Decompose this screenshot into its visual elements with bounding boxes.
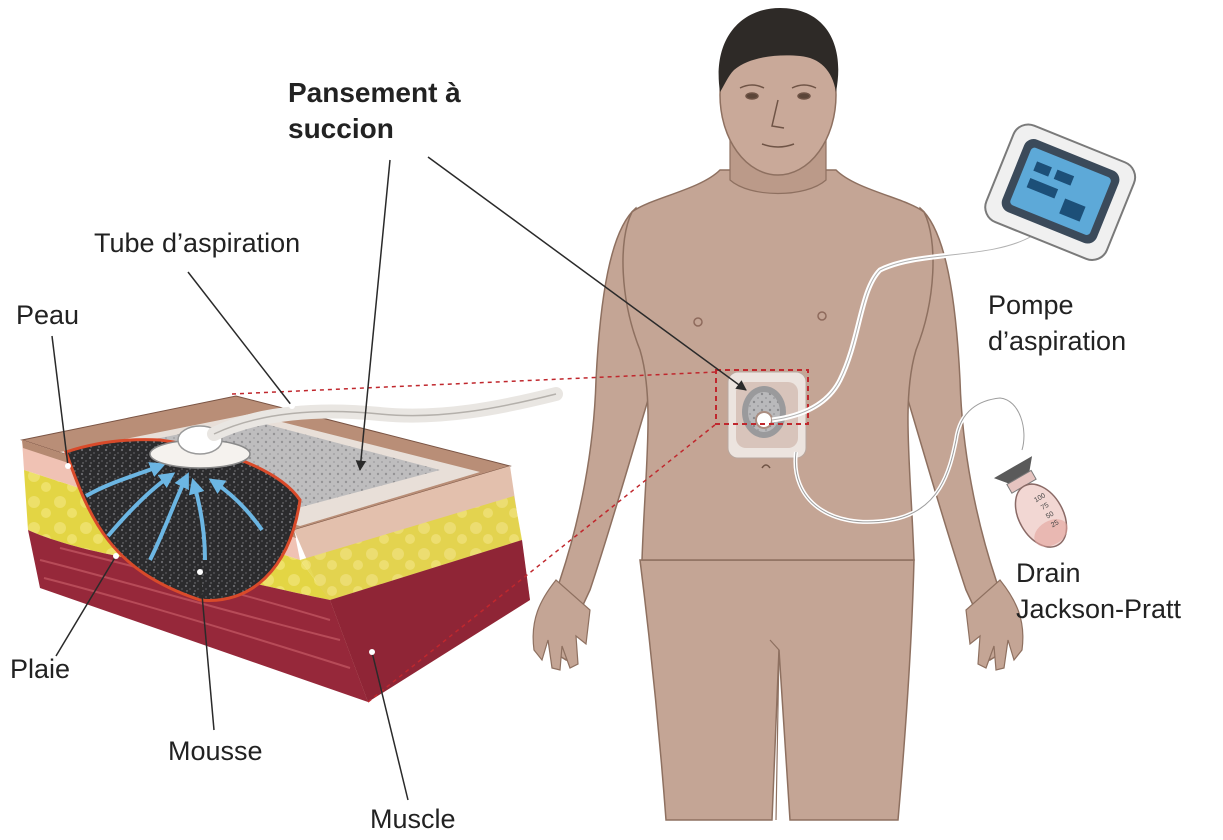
drain-label-line1: Drain — [1016, 556, 1081, 590]
pump-label-line2: d’aspiration — [988, 324, 1126, 358]
dressing-label-line2: succion — [288, 112, 394, 146]
foam-label: Mousse — [168, 734, 263, 768]
dressing-label-line1: Pansement à — [288, 76, 461, 110]
tube-label: Tube d’aspiration — [94, 226, 300, 260]
jackson-pratt-bulb: 100 75 50 25 — [994, 456, 1077, 556]
wound-label: Plaie — [10, 652, 70, 686]
drain-label-line2: Jackson-Pratt — [1016, 592, 1181, 626]
torso — [623, 170, 933, 560]
suction-pump — [980, 120, 1139, 265]
tissue-block — [22, 394, 556, 702]
skin-label: Peau — [16, 298, 79, 332]
pump-label-line1: Pompe — [988, 288, 1074, 322]
muscle-label: Muscle — [370, 802, 456, 836]
